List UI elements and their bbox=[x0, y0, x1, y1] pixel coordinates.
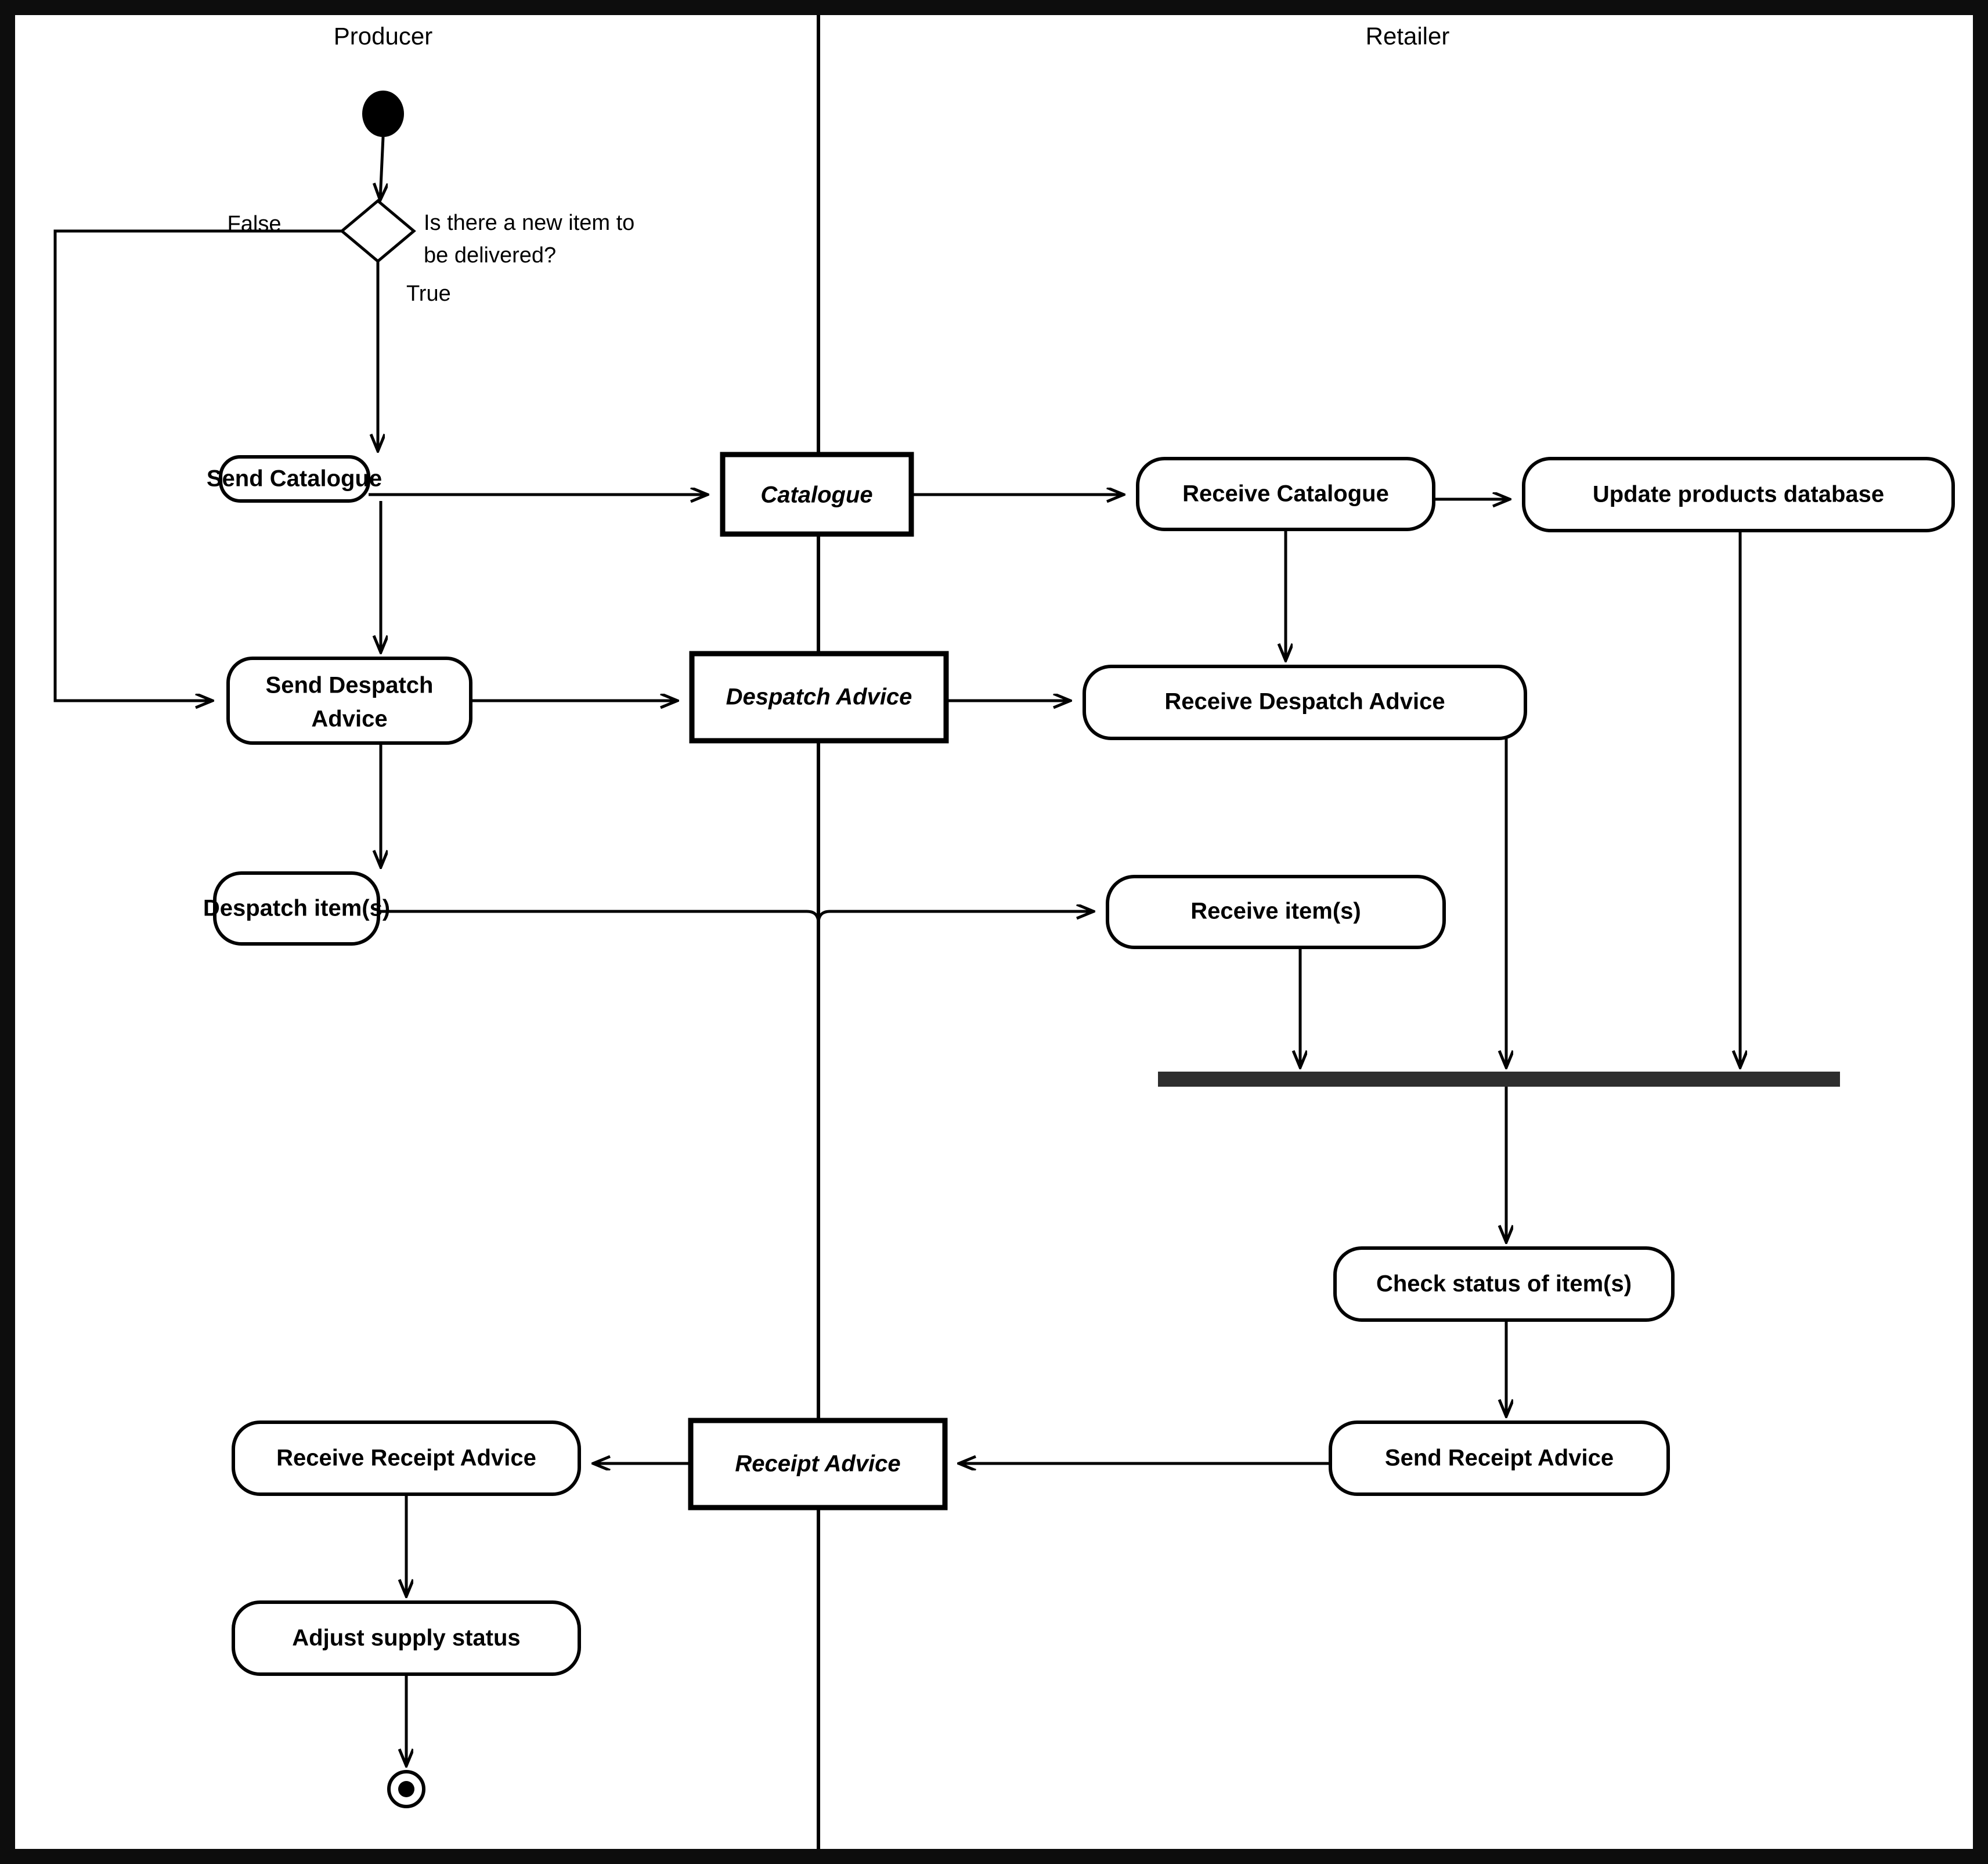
activity-label-despatch-items: Despatch item(s) bbox=[203, 896, 390, 921]
activity-check-status-of-items[interactable]: Check status of item(s) bbox=[1333, 1246, 1675, 1322]
activity-receive-items[interactable]: Receive item(s) bbox=[1106, 875, 1446, 949]
decision-question-line2: be delivered? bbox=[424, 243, 556, 268]
activity-receive-receipt-advice[interactable]: Receive Receipt Advice bbox=[232, 1420, 581, 1496]
lane-title-producer: Producer bbox=[334, 22, 432, 49]
activity-send-catalogue[interactable]: Send Catalogue bbox=[207, 455, 382, 503]
activity-label-send-catalogue: Send Catalogue bbox=[207, 466, 382, 492]
activity-update-products-database[interactable]: Update products database bbox=[1522, 457, 1955, 532]
edge-start-to-decision bbox=[380, 136, 383, 200]
object-label-receipt-advice: Receipt Advice bbox=[735, 1451, 900, 1477]
guard-label-false: False bbox=[228, 212, 282, 236]
activity-receive-despatch-advice[interactable]: Receive Despatch Advice bbox=[1083, 665, 1527, 740]
edge-decision-false-loop bbox=[53, 229, 342, 701]
activity-label-receive-items: Receive item(s) bbox=[1190, 899, 1361, 924]
end-node-icon bbox=[387, 1770, 425, 1808]
join-bar bbox=[1158, 1072, 1840, 1087]
activity-label-send-despatch-advice-line2: Advice bbox=[311, 706, 387, 732]
object-node-receipt-advice[interactable]: Receipt Advice bbox=[688, 1418, 948, 1510]
activity-send-despatch-advice[interactable]: Send Despatch Advice bbox=[226, 657, 472, 745]
start-node-icon bbox=[362, 91, 404, 137]
object-label-despatch-advice: Despatch Advice bbox=[726, 684, 912, 710]
activity-label-adjust-supply-status: Adjust supply status bbox=[292, 1625, 520, 1651]
activity-adjust-supply-status[interactable]: Adjust supply status bbox=[232, 1600, 581, 1676]
activity-label-send-receipt-advice: Send Receipt Advice bbox=[1385, 1445, 1614, 1471]
activity-label-receive-catalogue: Receive Catalogue bbox=[1182, 481, 1389, 507]
activity-despatch-items[interactable]: Despatch item(s) bbox=[203, 871, 390, 946]
activity-label-receive-despatch-advice: Receive Despatch Advice bbox=[1164, 689, 1445, 715]
edge-despatch-items-to-receive-items bbox=[378, 911, 1093, 924]
decision-question-line1: Is there a new item to bbox=[424, 211, 634, 235]
lane-title-retailer: Retailer bbox=[1366, 22, 1450, 49]
activity-send-receipt-advice[interactable]: Send Receipt Advice bbox=[1329, 1420, 1670, 1496]
activity-label-check-status-of-items: Check status of item(s) bbox=[1376, 1271, 1632, 1297]
object-node-catalogue[interactable]: Catalogue bbox=[720, 452, 914, 537]
activity-label-receive-receipt-advice: Receive Receipt Advice bbox=[276, 1445, 536, 1471]
activity-receive-catalogue[interactable]: Receive Catalogue bbox=[1136, 457, 1435, 531]
activity-label-send-despatch-advice-line1: Send Despatch bbox=[266, 673, 434, 698]
guard-label-true: True bbox=[406, 282, 451, 306]
object-label-catalogue: Catalogue bbox=[760, 482, 872, 508]
decision-diamond-new-item[interactable] bbox=[340, 199, 416, 264]
object-node-despatch-advice[interactable]: Despatch Advice bbox=[689, 651, 949, 744]
activity-label-update-products-database: Update products database bbox=[1593, 482, 1884, 507]
